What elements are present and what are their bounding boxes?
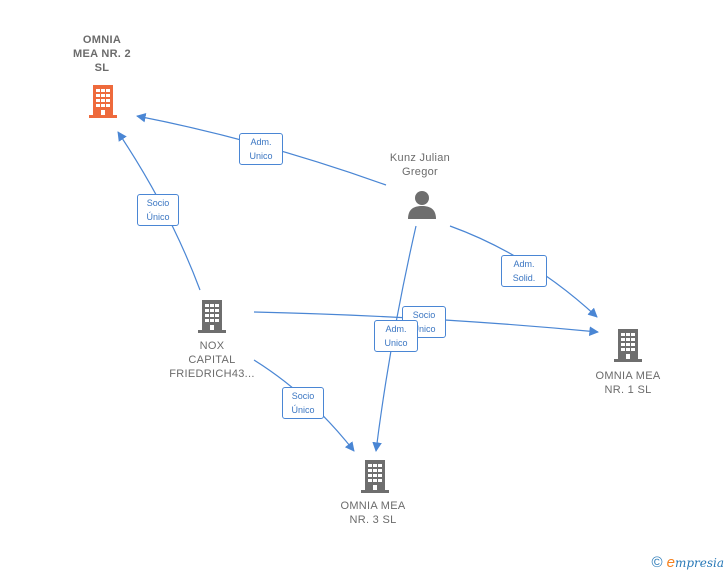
node-label-omnia2[interactable]: OMNIA MEA NR. 2 SL: [73, 34, 131, 74]
node-label-omnia1[interactable]: OMNIA MEA NR. 1 SL: [595, 370, 661, 396]
edge-label-kunz-omnia3[interactable]: Adm. Unico: [374, 320, 418, 352]
copyright-icon: ©: [651, 554, 663, 571]
building-icon-omnia1[interactable]: [612, 327, 644, 363]
edge-label-kunz-omnia1[interactable]: Adm. Solid.: [501, 255, 547, 287]
footer-branding: © empresia: [652, 554, 724, 571]
person-icon-kunz[interactable]: [406, 190, 438, 220]
node-label-omnia3[interactable]: OMNIA MEA NR. 3 SL: [340, 500, 406, 526]
brand-name: mpresia: [674, 556, 724, 570]
building-icon-omnia2[interactable]: [87, 83, 119, 119]
building-icon-nox[interactable]: [196, 298, 228, 334]
node-label-nox[interactable]: NOX CAPITAL FRIEDRICH43...: [169, 340, 255, 380]
edge-label-kunz-omnia2[interactable]: Adm. Unico: [239, 133, 283, 165]
building-icon-omnia3[interactable]: [359, 458, 391, 494]
brand-initial: e: [666, 554, 675, 571]
brand-logo[interactable]: empresia: [667, 554, 724, 571]
node-label-kunz[interactable]: Kunz Julian Gregor: [389, 152, 451, 178]
edge-label-nox-omnia3[interactable]: Socio Único: [282, 387, 324, 419]
edge-label-nox-omnia2[interactable]: Socio Único: [137, 194, 179, 226]
